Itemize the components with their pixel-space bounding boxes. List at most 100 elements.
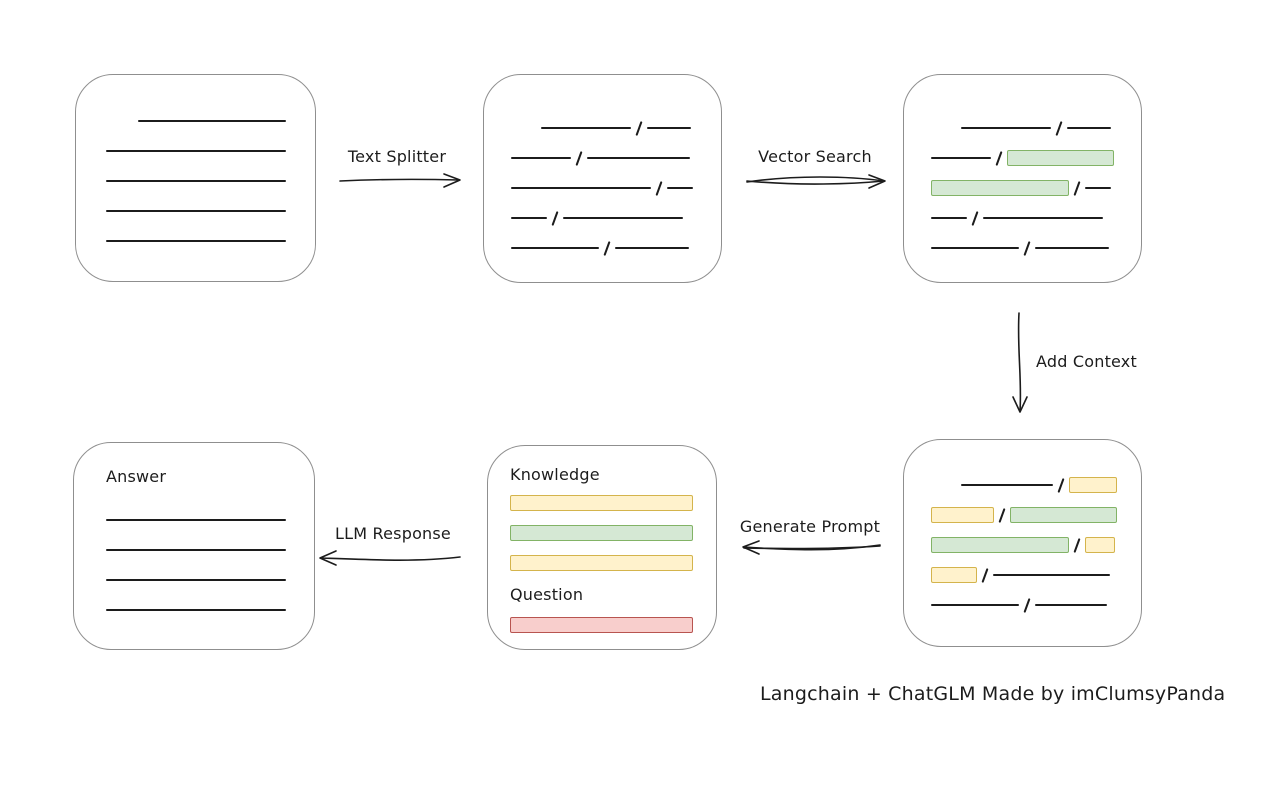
text-fragment-row	[931, 470, 1141, 500]
text-line-row	[106, 106, 315, 136]
spacer	[931, 484, 961, 486]
answer-label: Answer	[106, 466, 167, 486]
text-line	[1085, 187, 1111, 189]
generate-prompt-label: Generate Prompt	[739, 517, 881, 536]
text-line	[106, 210, 286, 212]
text-fragment-row	[510, 610, 716, 640]
yellow-highlight-bar	[510, 555, 693, 571]
generate-prompt-arrow	[742, 540, 881, 555]
slash-separator	[981, 567, 989, 583]
document-lines	[106, 106, 315, 256]
text-line	[511, 217, 547, 219]
vector-search-arrow	[746, 174, 886, 189]
slash-separator	[603, 240, 611, 256]
green-highlight-bar	[1010, 507, 1117, 523]
text-line	[961, 484, 1053, 486]
text-line	[961, 127, 1051, 129]
text-line-row	[106, 505, 314, 535]
knowledge-bars	[510, 488, 716, 578]
slash-separator	[635, 120, 643, 136]
text-fragment-row	[931, 500, 1141, 530]
text-line	[511, 247, 599, 249]
text-fragment-row	[511, 143, 721, 173]
text-line-row	[106, 226, 315, 256]
llm-response-arrow	[319, 550, 461, 566]
text-line	[1035, 604, 1107, 606]
spacer	[511, 127, 541, 129]
text-line	[587, 157, 690, 159]
slash-separator	[995, 150, 1003, 166]
text-line	[931, 217, 967, 219]
caption: Langchain + ChatGLM Made by imClumsyPand…	[760, 683, 1226, 705]
text-line	[106, 519, 286, 521]
text-line	[983, 217, 1103, 219]
text-line	[511, 157, 571, 159]
slash-separator	[655, 180, 663, 196]
add-context-label: Add Context	[1036, 352, 1137, 371]
text-fragment-row	[931, 143, 1141, 173]
text-fragment-row	[931, 590, 1141, 620]
text-line	[931, 604, 1019, 606]
knowledge-label: Knowledge	[510, 464, 600, 484]
context-selection-box	[903, 439, 1142, 647]
spacer	[931, 127, 961, 129]
text-fragment-row	[510, 488, 716, 518]
text-line	[667, 187, 693, 189]
slash-separator	[998, 507, 1006, 523]
text-line-row	[106, 535, 314, 565]
text-line-row	[106, 196, 315, 226]
text-fragment-row	[511, 203, 721, 233]
answer-box: Answer	[73, 442, 315, 650]
prompt-box: Knowledge Question	[487, 445, 717, 650]
text-splitter-arrow	[339, 173, 461, 188]
text-line	[511, 187, 651, 189]
text-line	[106, 180, 286, 182]
question-label: Question	[510, 584, 584, 604]
text-fragment-row	[511, 173, 721, 203]
text-fragment-row	[511, 113, 721, 143]
retrieved-rows	[931, 113, 1141, 263]
text-fragment-row	[931, 113, 1141, 143]
text-line	[106, 579, 286, 581]
text-line	[563, 217, 683, 219]
text-line	[1067, 127, 1111, 129]
slash-separator	[551, 210, 559, 226]
text-line	[106, 240, 286, 242]
llm-response-label: LLM Response	[335, 524, 451, 543]
text-line	[615, 247, 689, 249]
source-document-box	[75, 74, 316, 282]
slash-separator	[1023, 240, 1031, 256]
yellow-highlight-bar	[931, 507, 994, 523]
text-line-row	[106, 595, 314, 625]
text-fragment-row	[511, 233, 721, 263]
vector-search-results-box	[903, 74, 1142, 283]
slash-separator	[1023, 597, 1031, 613]
text-line	[647, 127, 691, 129]
text-line	[106, 150, 286, 152]
chunk-rows	[511, 113, 721, 263]
text-line-row	[106, 565, 314, 595]
text-line-row	[106, 136, 315, 166]
text-fragment-row	[931, 173, 1141, 203]
text-fragment-row	[931, 560, 1141, 590]
text-fragment-row	[931, 233, 1141, 263]
spacer	[106, 120, 138, 122]
split-chunks-box	[483, 74, 722, 283]
text-line	[138, 120, 286, 122]
answer-lines	[106, 505, 314, 625]
yellow-highlight-bar	[510, 495, 693, 511]
text-line	[541, 127, 631, 129]
green-highlight-bar	[510, 525, 693, 541]
add-context-arrow	[1012, 312, 1028, 413]
text-line	[993, 574, 1110, 576]
slash-separator	[1057, 477, 1065, 493]
yellow-highlight-bar	[1069, 477, 1117, 493]
text-fragment-row	[510, 518, 716, 548]
text-line-row	[106, 166, 315, 196]
green-highlight-bar	[1007, 150, 1114, 166]
slash-separator	[1073, 537, 1081, 553]
text-line	[931, 247, 1019, 249]
text-splitter-label: Text Splitter	[347, 147, 447, 166]
green-highlight-bar	[931, 537, 1069, 553]
